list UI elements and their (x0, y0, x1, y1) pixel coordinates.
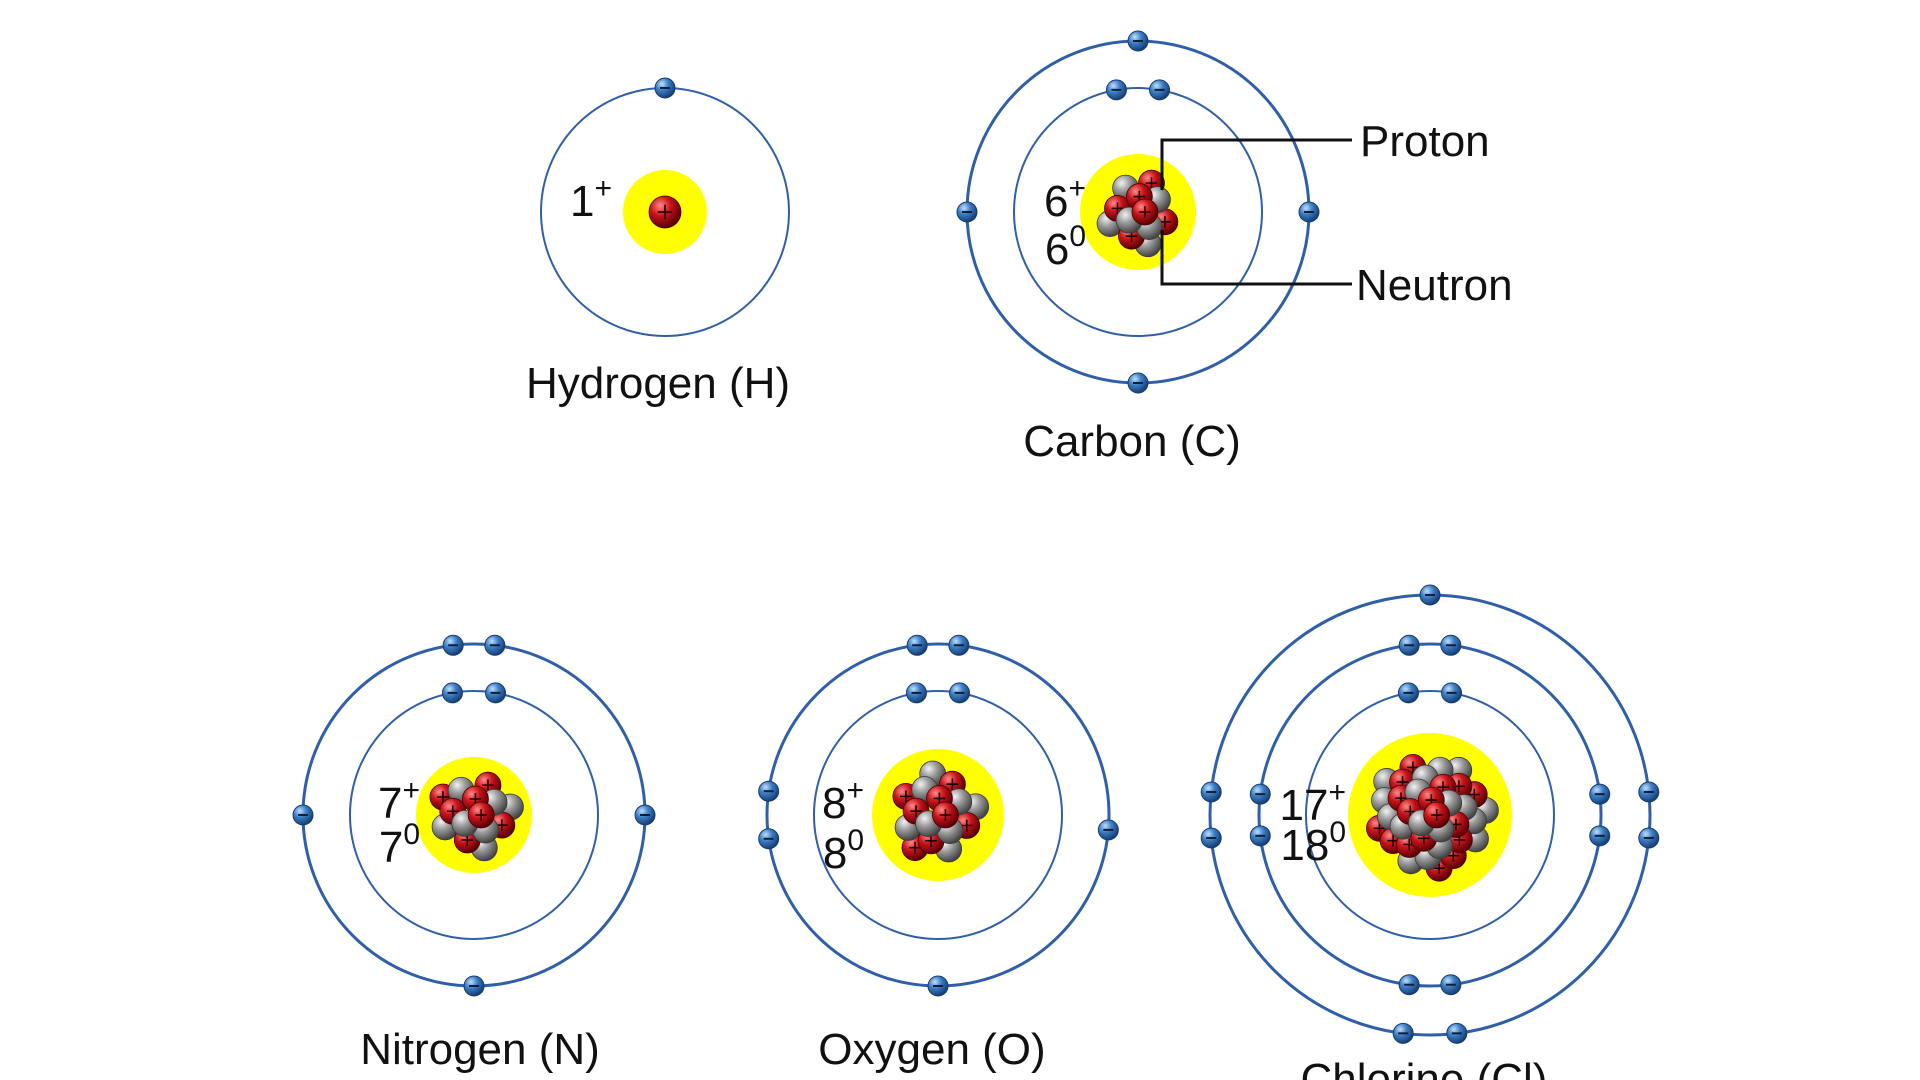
nucleus (1366, 754, 1499, 882)
nucleus (892, 760, 990, 863)
electron (1127, 30, 1149, 52)
electron-shells (540, 77, 790, 337)
electron (1097, 819, 1119, 841)
proton-callout-line (1160, 138, 1352, 190)
proton-count-label: 7+ (378, 774, 420, 828)
electron (654, 77, 676, 99)
orbit-shell-1 (1305, 690, 1555, 940)
proton (1131, 198, 1159, 226)
proton-count-label: 17+ (1280, 776, 1346, 830)
orbit-shell-1 (349, 690, 599, 940)
electron (1200, 827, 1222, 849)
electron (1397, 682, 1419, 704)
electron (485, 682, 507, 704)
electron (1249, 783, 1271, 805)
atom-name-label: Hydrogen (H) (526, 359, 790, 408)
electron (442, 634, 464, 656)
atom-name-label: Chlorine (Cl) (1301, 1055, 1548, 1080)
electron-shells (758, 634, 1119, 997)
electron (1446, 1022, 1468, 1044)
electron (441, 682, 463, 704)
electron-shells (292, 634, 656, 997)
electron (1398, 634, 1420, 656)
electron (1441, 682, 1463, 704)
proton (932, 801, 959, 829)
electron (1589, 783, 1611, 805)
electron (1149, 79, 1171, 101)
nucleus (648, 195, 682, 229)
electron-shells (1200, 584, 1660, 1044)
electron (484, 634, 506, 656)
electron (948, 634, 970, 656)
electron (1392, 1022, 1414, 1044)
neutron-callout-label: Neutron (1356, 261, 1513, 310)
atom-name-label: Nitrogen (N) (360, 1025, 600, 1074)
proton-count-label: 8+ (822, 774, 864, 828)
proton-callout-label: Proton (1360, 117, 1490, 166)
proton (648, 195, 682, 229)
atom-carbon: 6+ 60 Carbon (C) Proton Neutron (956, 30, 1513, 466)
electron (956, 201, 978, 223)
electron (927, 975, 949, 997)
electron (1440, 634, 1462, 656)
electron (292, 804, 314, 826)
neutron-callout-line (1160, 230, 1352, 286)
atom-oxygen: 8+ 80 Oxygen (O) (758, 634, 1119, 1074)
orbit-shell-1 (1013, 87, 1263, 337)
electron (1638, 781, 1660, 803)
electron (1419, 584, 1441, 606)
neutron-count-label: 180 (1280, 816, 1346, 870)
electron (949, 682, 971, 704)
proton-count-label: 6+ (1044, 172, 1086, 226)
electron (1298, 201, 1320, 223)
proton (467, 801, 495, 829)
electron (758, 780, 780, 802)
electron (1398, 974, 1420, 996)
neutron-count-label: 80 (823, 824, 864, 878)
electron (1440, 974, 1462, 996)
electron (1200, 781, 1222, 803)
electron (758, 828, 780, 850)
proton-count-label: 1+ (570, 172, 612, 226)
orbit-shell-2 (1257, 642, 1603, 988)
atom-nitrogen: 7+ 70 Nitrogen (N) (292, 634, 656, 1074)
neutron-count-label: 60 (1045, 220, 1086, 274)
atom-name-label: Carbon (C) (1023, 417, 1241, 466)
electron (905, 682, 927, 704)
atom-chlorine: 17+ 180 Chlorine (Cl) (1200, 584, 1660, 1080)
proton (1423, 801, 1451, 829)
electron (1249, 825, 1271, 847)
electron (1105, 79, 1127, 101)
electron (906, 634, 928, 656)
orbit-shell-1 (813, 690, 1063, 940)
electron (1638, 827, 1660, 849)
electron (1127, 372, 1149, 394)
nucleus (1096, 169, 1179, 258)
atom-name-label: Oxygen (O) (818, 1025, 1045, 1074)
electron (1589, 825, 1611, 847)
electron (463, 975, 485, 997)
atom-hydrogen: 1+ Hydrogen (H) (526, 77, 790, 408)
nucleus (429, 771, 524, 862)
electron (634, 804, 656, 826)
neutron-count-label: 70 (379, 818, 420, 872)
electron-shells (956, 30, 1320, 394)
